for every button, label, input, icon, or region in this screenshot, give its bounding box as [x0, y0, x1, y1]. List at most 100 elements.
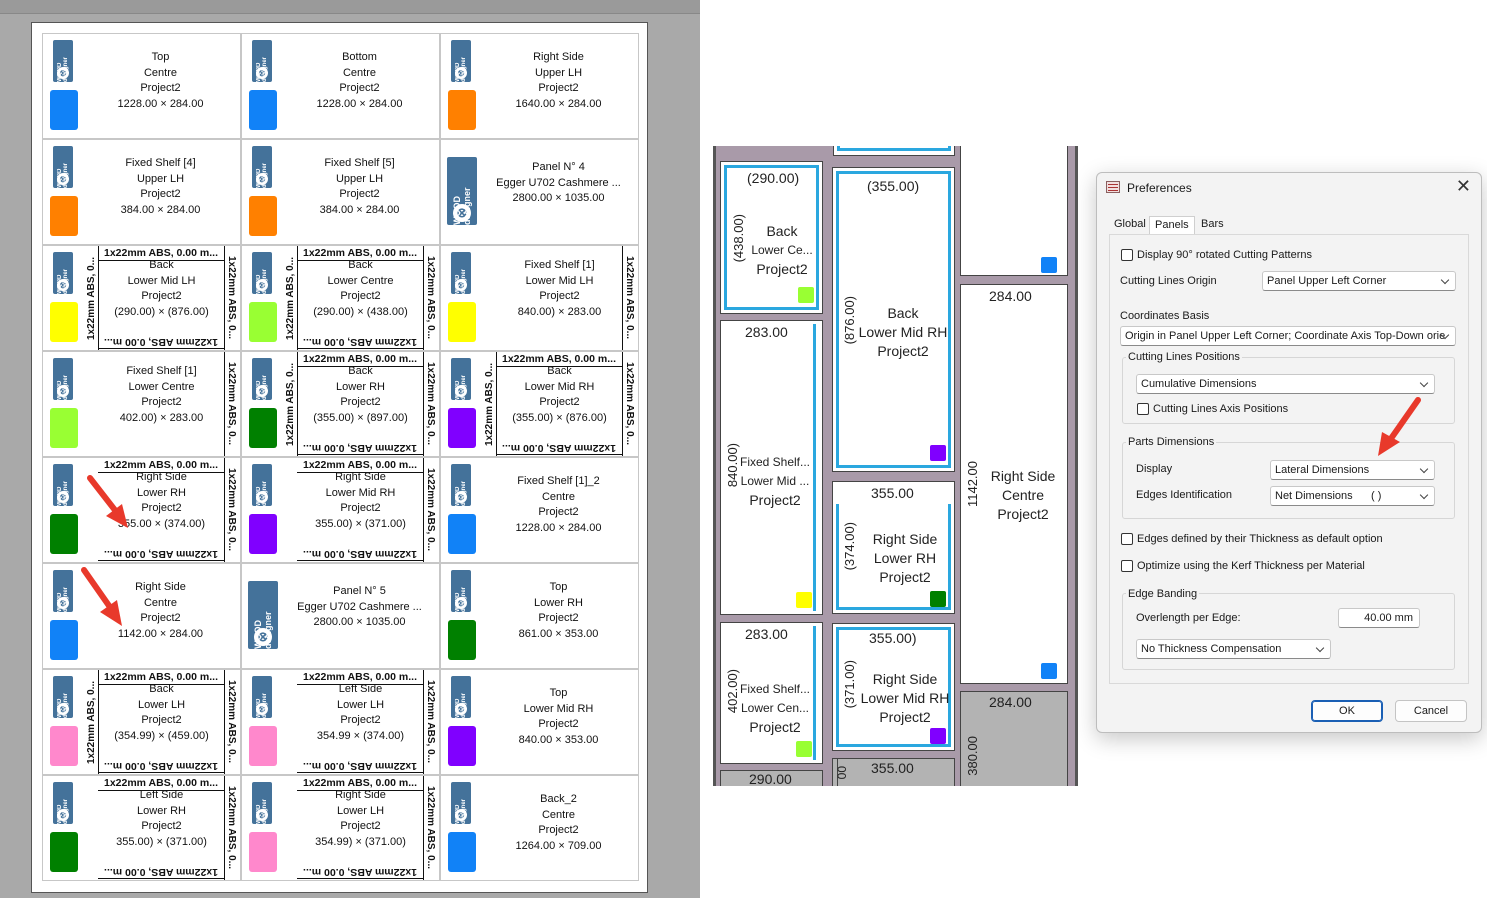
color-chip [448, 408, 476, 448]
piece-width-label: 355.00 [871, 485, 914, 501]
checkbox-label: Edges defined by their Thickness as defa… [1137, 533, 1383, 545]
label-line: Fixed Shelf [1] [524, 259, 595, 271]
edge-band-bottom: 1x22mm ABS, 0.00 m... [98, 760, 224, 773]
piece-color-marker [796, 741, 812, 757]
label-line: Fixed Shelf [4] [125, 157, 196, 169]
label-line: 840.00) × 283.00 [517, 305, 602, 318]
label-line: Centre [143, 596, 178, 609]
display-select[interactable]: Lateral Dimensions [1270, 460, 1435, 480]
thickness-compensation-select[interactable]: No Thickness Compensation [1136, 639, 1331, 659]
label-line: 1228.00 × 284.00 [515, 521, 602, 534]
overlength-input[interactable]: 40.00 mm [1338, 608, 1420, 628]
piece-fixed-shelf-lower-cen[interactable]: 283.00 402.00) Fixed Shelf... Lower Cen.… [720, 622, 823, 764]
wood-designer-logo-icon: WOOD designer⊗ [451, 570, 471, 612]
wood-designer-logo-icon: WOOD designer⊗ [53, 40, 73, 82]
edge-band-right: 1x22mm ABS, 0... [423, 246, 437, 350]
edge-band-bottom: 1x22mm ABS, 0.00 m... [297, 760, 423, 773]
wood-designer-logo-icon: WOOD designer⊗ [451, 676, 471, 718]
label-line: Project2 [340, 714, 381, 726]
label-line: Top [549, 581, 568, 593]
color-chip [249, 832, 277, 872]
wood-designer-logo-icon: WOOD designer⊗ [252, 146, 272, 188]
ok-button[interactable]: OK [1311, 700, 1383, 722]
edge-band-top: 1x22mm ABS, 0.00 m... [297, 777, 423, 791]
wood-designer-logo-icon: WOOD designer⊗ [53, 146, 73, 188]
piece-right-side-centre[interactable]: 284.00 1142.00 Right Side Centre Project… [960, 284, 1068, 684]
label-line: 1142.00 × 284.00 [117, 627, 204, 640]
wood-designer-logo-icon: WOOD designer⊗ [252, 782, 272, 824]
piece-right-side-lower-rh[interactable]: 355.00 (374.00) Right Side Lower RH Proj… [832, 481, 955, 614]
piece-width-label: 355.00) [869, 630, 917, 646]
checkbox-box[interactable] [1137, 403, 1149, 415]
color-chip [249, 726, 277, 766]
wood-designer-logo-icon: WOOD designer⊗ [53, 464, 73, 506]
label-line: (290.00) × (876.00) [114, 305, 209, 318]
color-chip [448, 302, 476, 342]
color-chip [50, 408, 78, 448]
edge-band-right: 1x22mm ABS, 0... [423, 670, 437, 774]
display-rotated-checkbox[interactable]: Display 90° rotated Cutting Patterns [1121, 249, 1312, 261]
label-line: Project2 [340, 502, 381, 514]
checkbox-box[interactable] [1121, 560, 1133, 572]
cutting-lines-positions-select[interactable]: Cumulative Dimensions [1136, 374, 1435, 394]
edges-thickness-checkbox[interactable]: Edges defined by their Thickness as defa… [1121, 533, 1383, 545]
edge-band-top: 1x22mm ABS, 0.00 m... [98, 247, 224, 261]
piece-width-label: (355.00) [867, 178, 920, 194]
label-line: (290.00) × (438.00) [313, 305, 408, 318]
edge-band-bottom: 1x22mm ABS, 0.00 m... [98, 548, 224, 561]
color-chip [50, 726, 78, 766]
piece-bottom-left: 290.00 [720, 770, 823, 786]
label-line: Right Side [135, 581, 186, 593]
piece-width-label: (290.00) [747, 170, 800, 186]
cancel-button[interactable]: Cancel [1395, 700, 1467, 722]
piece-color-marker [796, 592, 812, 608]
piece-height-label: 840.00) [725, 443, 740, 488]
edges-identification-select[interactable]: Net Dimensions ( ) [1270, 486, 1435, 506]
optimize-kerf-checkbox[interactable]: Optimize using the Kerf Thickness per Ma… [1121, 560, 1365, 572]
edge-band-right: 1x22mm ABS, 0... [224, 776, 238, 880]
close-icon[interactable]: ✕ [1455, 176, 1471, 196]
label-line: Project2 [538, 718, 579, 730]
cutting-lines-axis-checkbox[interactable]: Cutting Lines Axis Positions [1137, 403, 1288, 415]
piece-fixed-shelf-lower-mid[interactable]: 283.00 840.00) Fixed Shelf... Lower Mid … [720, 320, 823, 615]
tab-bars[interactable]: Bars [1201, 218, 1224, 230]
cutting-pattern-view[interactable]: (290.00) (438.00) Back Lower Ce... Proje… [713, 146, 1078, 786]
checkbox-box[interactable] [1121, 533, 1133, 545]
overlength-label: Overlength per Edge: [1136, 612, 1241, 624]
label-line: (355.00) × (876.00) [512, 411, 607, 424]
piece-back-lower-centre[interactable]: (290.00) (438.00) Back Lower Ce... Proje… [720, 161, 823, 314]
label-line: 2800.00 × 1035.00 [512, 192, 605, 204]
piece-width-label: 355.00 [871, 760, 914, 776]
label-line: (355.00) × (897.00) [313, 411, 408, 424]
piece-back-lower-mid-rh[interactable]: (355.00) (876.00) Back Lower Mid RH Proj… [832, 167, 955, 472]
color-chip [50, 620, 78, 660]
cutting-lines-origin-select[interactable]: Panel Upper Left Corner [1262, 271, 1456, 291]
piece-right-side-lower-mid-rh[interactable]: 355.00) (371.00) Right Side Lower Mid RH… [832, 623, 955, 751]
label-line: 840.00 × 353.00 [518, 733, 599, 746]
coordinates-basis-select[interactable]: Origin in Panel Upper Left Corner; Coord… [1120, 326, 1456, 346]
label-line: Egger U702 Cashmere ... [297, 600, 422, 613]
tab-panels[interactable]: Panels [1149, 216, 1195, 234]
tab-global[interactable]: Global [1114, 218, 1146, 230]
edge-band-left: 1x22mm ABS, 0... [284, 352, 298, 456]
color-chip [50, 302, 78, 342]
label-line: Project2 [140, 82, 181, 94]
label-line: Upper LH [534, 66, 583, 79]
wood-designer-logo-icon: WOOD designer⊗ [53, 676, 73, 718]
label-line: Project2 [141, 290, 182, 302]
checkbox-box[interactable] [1121, 249, 1133, 261]
cutting-lines-positions-title: Cutting Lines Positions [1126, 351, 1242, 363]
edge-band-top: 1x22mm ABS, 0.00 m... [297, 247, 423, 261]
cutting-lines-positions-group [1122, 357, 1455, 424]
